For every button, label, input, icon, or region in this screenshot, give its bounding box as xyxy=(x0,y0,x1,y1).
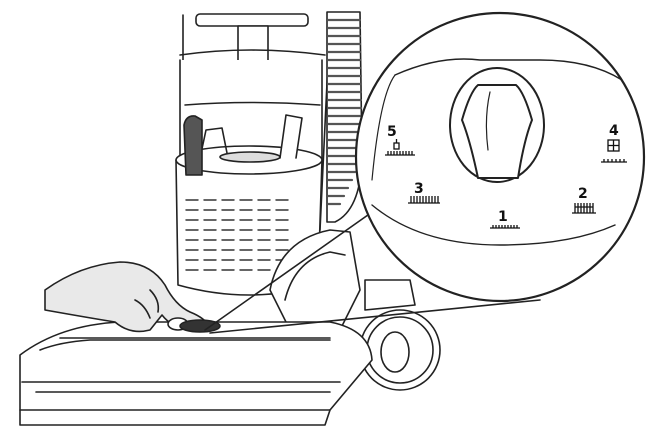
magnified-dial-view xyxy=(354,11,646,303)
carpet-low-pile-icon xyxy=(490,225,520,229)
rear-wheel xyxy=(359,309,441,391)
vent-grille xyxy=(185,199,289,271)
head-height-dial xyxy=(179,319,221,333)
carpet-high-pile-icon xyxy=(408,196,440,204)
setting-number-3: 3 xyxy=(414,181,424,197)
cup-release-handle xyxy=(183,115,203,176)
carpet-medium-pile-icon xyxy=(572,203,596,214)
callout-lines xyxy=(204,209,541,334)
cleaner-head xyxy=(19,321,373,426)
motor-housing xyxy=(269,229,416,331)
above-floor-tool-icon xyxy=(385,139,415,156)
setting-number-5: 5 xyxy=(387,124,397,140)
bare-floor-icon xyxy=(601,139,627,163)
vacuum-hose xyxy=(326,11,363,223)
setting-number-1: 1 xyxy=(498,209,508,225)
setting-number-2: 2 xyxy=(578,186,588,202)
setting-number-4: 4 xyxy=(609,123,619,139)
